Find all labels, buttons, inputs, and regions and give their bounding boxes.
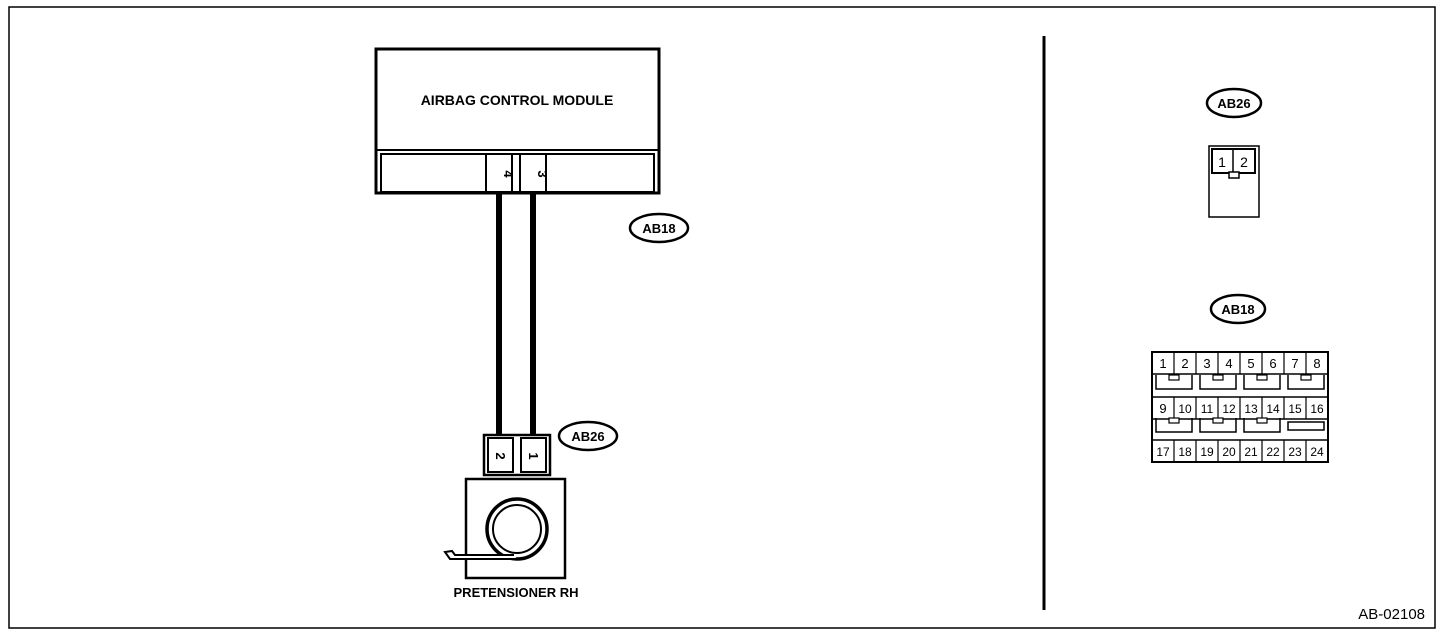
connector-tag-ab26: AB26	[557, 420, 619, 452]
ab18-pin-14: 14	[1266, 402, 1280, 416]
ab18-pin-24: 24	[1310, 445, 1324, 459]
legend-tag-text: AB26	[1217, 96, 1250, 111]
ab18-pin-9: 9	[1159, 401, 1166, 416]
ab18-latch-cavity	[1155, 375, 1193, 390]
ab26-pin-1: 1	[1218, 154, 1226, 170]
ab18-pin-5: 5	[1247, 356, 1254, 371]
module-pin-4: 4	[501, 170, 516, 178]
ab18-pin-11: 11	[1201, 402, 1214, 416]
ab18-pin-4: 4	[1225, 356, 1232, 371]
ab18-pin-12: 12	[1222, 402, 1236, 416]
ab18-pin-3: 3	[1203, 356, 1210, 371]
legend-ab26: AB26 1 2	[1205, 87, 1263, 218]
pretensioner-pin-1: 1	[526, 452, 541, 459]
figure-frame	[8, 6, 1436, 629]
ab18-pin-16: 16	[1310, 402, 1324, 416]
ab18-latch-tab	[1212, 417, 1224, 424]
legend-tag-text: AB18	[1221, 302, 1254, 317]
ab26-latch	[1228, 171, 1240, 179]
ab18-latch-tab	[1168, 417, 1180, 424]
connector-tag-ab18: AB18	[628, 212, 690, 244]
ab18-pin-20: 20	[1222, 445, 1236, 459]
ab18-latch-cavity	[1199, 418, 1237, 433]
ab18-pin-1: 1	[1159, 356, 1166, 371]
ab18-latch-tab	[1256, 417, 1268, 424]
tag-text: AB18	[642, 221, 675, 236]
module-label: AIRBAG CONTROL MODULE	[421, 92, 614, 108]
module-pin-cell	[519, 153, 547, 193]
ab18-pin-17: 17	[1156, 445, 1170, 459]
ab18-pin-7: 7	[1291, 356, 1298, 371]
ab18-pin-18: 18	[1178, 445, 1192, 459]
ab18-latch-tab	[1300, 374, 1312, 381]
pretensioner-connector: 2 1	[482, 433, 552, 477]
pretensioner-label: PRETENSIONER RH	[454, 585, 579, 600]
ab18-latch-cavity	[1287, 375, 1325, 390]
ab18-latch-tab	[1256, 374, 1268, 381]
ab18-pin-22: 22	[1266, 445, 1280, 459]
ab26-pin-2: 2	[1240, 154, 1248, 170]
ab18-latch-cavity	[1243, 418, 1281, 433]
module-connector-housing	[380, 153, 655, 193]
ab18-pin-23: 23	[1288, 445, 1302, 459]
figure-id: AB-02108	[1358, 606, 1425, 623]
ab18-pin-19: 19	[1200, 445, 1214, 459]
pretensioner-rh: PRETENSIONER RH	[443, 477, 579, 600]
ab18-latch-cavity	[1155, 418, 1193, 433]
ab18-pin-10: 10	[1178, 402, 1192, 416]
ab18-pin-8: 8	[1313, 356, 1320, 371]
airbag-control-module: AIRBAG CONTROL MODULE 4 3	[374, 47, 661, 195]
legend-tag-ellipse	[1209, 293, 1267, 325]
pretensioner-pin-2: 2	[493, 452, 508, 459]
ab18-pin-21: 21	[1244, 445, 1258, 459]
ab18-pin-15: 15	[1288, 402, 1302, 416]
ab18-latch-cavity	[1199, 375, 1237, 390]
module-pin-cell	[485, 153, 513, 193]
ab18-latch-cavity	[1243, 375, 1281, 390]
pretensioner-reel-inner	[492, 504, 542, 554]
tag-text: AB26	[571, 429, 604, 444]
module-pin-3: 3	[535, 170, 550, 177]
ab18-latch-slot	[1287, 421, 1325, 431]
ab18-latch-tab	[1212, 374, 1224, 381]
legend-tag-ellipse	[1205, 87, 1263, 119]
connector-pin-cell	[520, 437, 547, 473]
ab18-latch-tab	[1168, 374, 1180, 381]
connector-pin-cell	[487, 437, 514, 473]
tag-ellipse	[557, 420, 619, 452]
ab18-pin-13: 13	[1244, 402, 1258, 416]
belt-strap-icon	[443, 549, 517, 560]
pretensioner-body	[464, 477, 567, 580]
ab18-pin-6: 6	[1269, 356, 1276, 371]
tag-ellipse	[628, 212, 690, 244]
ab18-pin-2: 2	[1181, 356, 1188, 371]
